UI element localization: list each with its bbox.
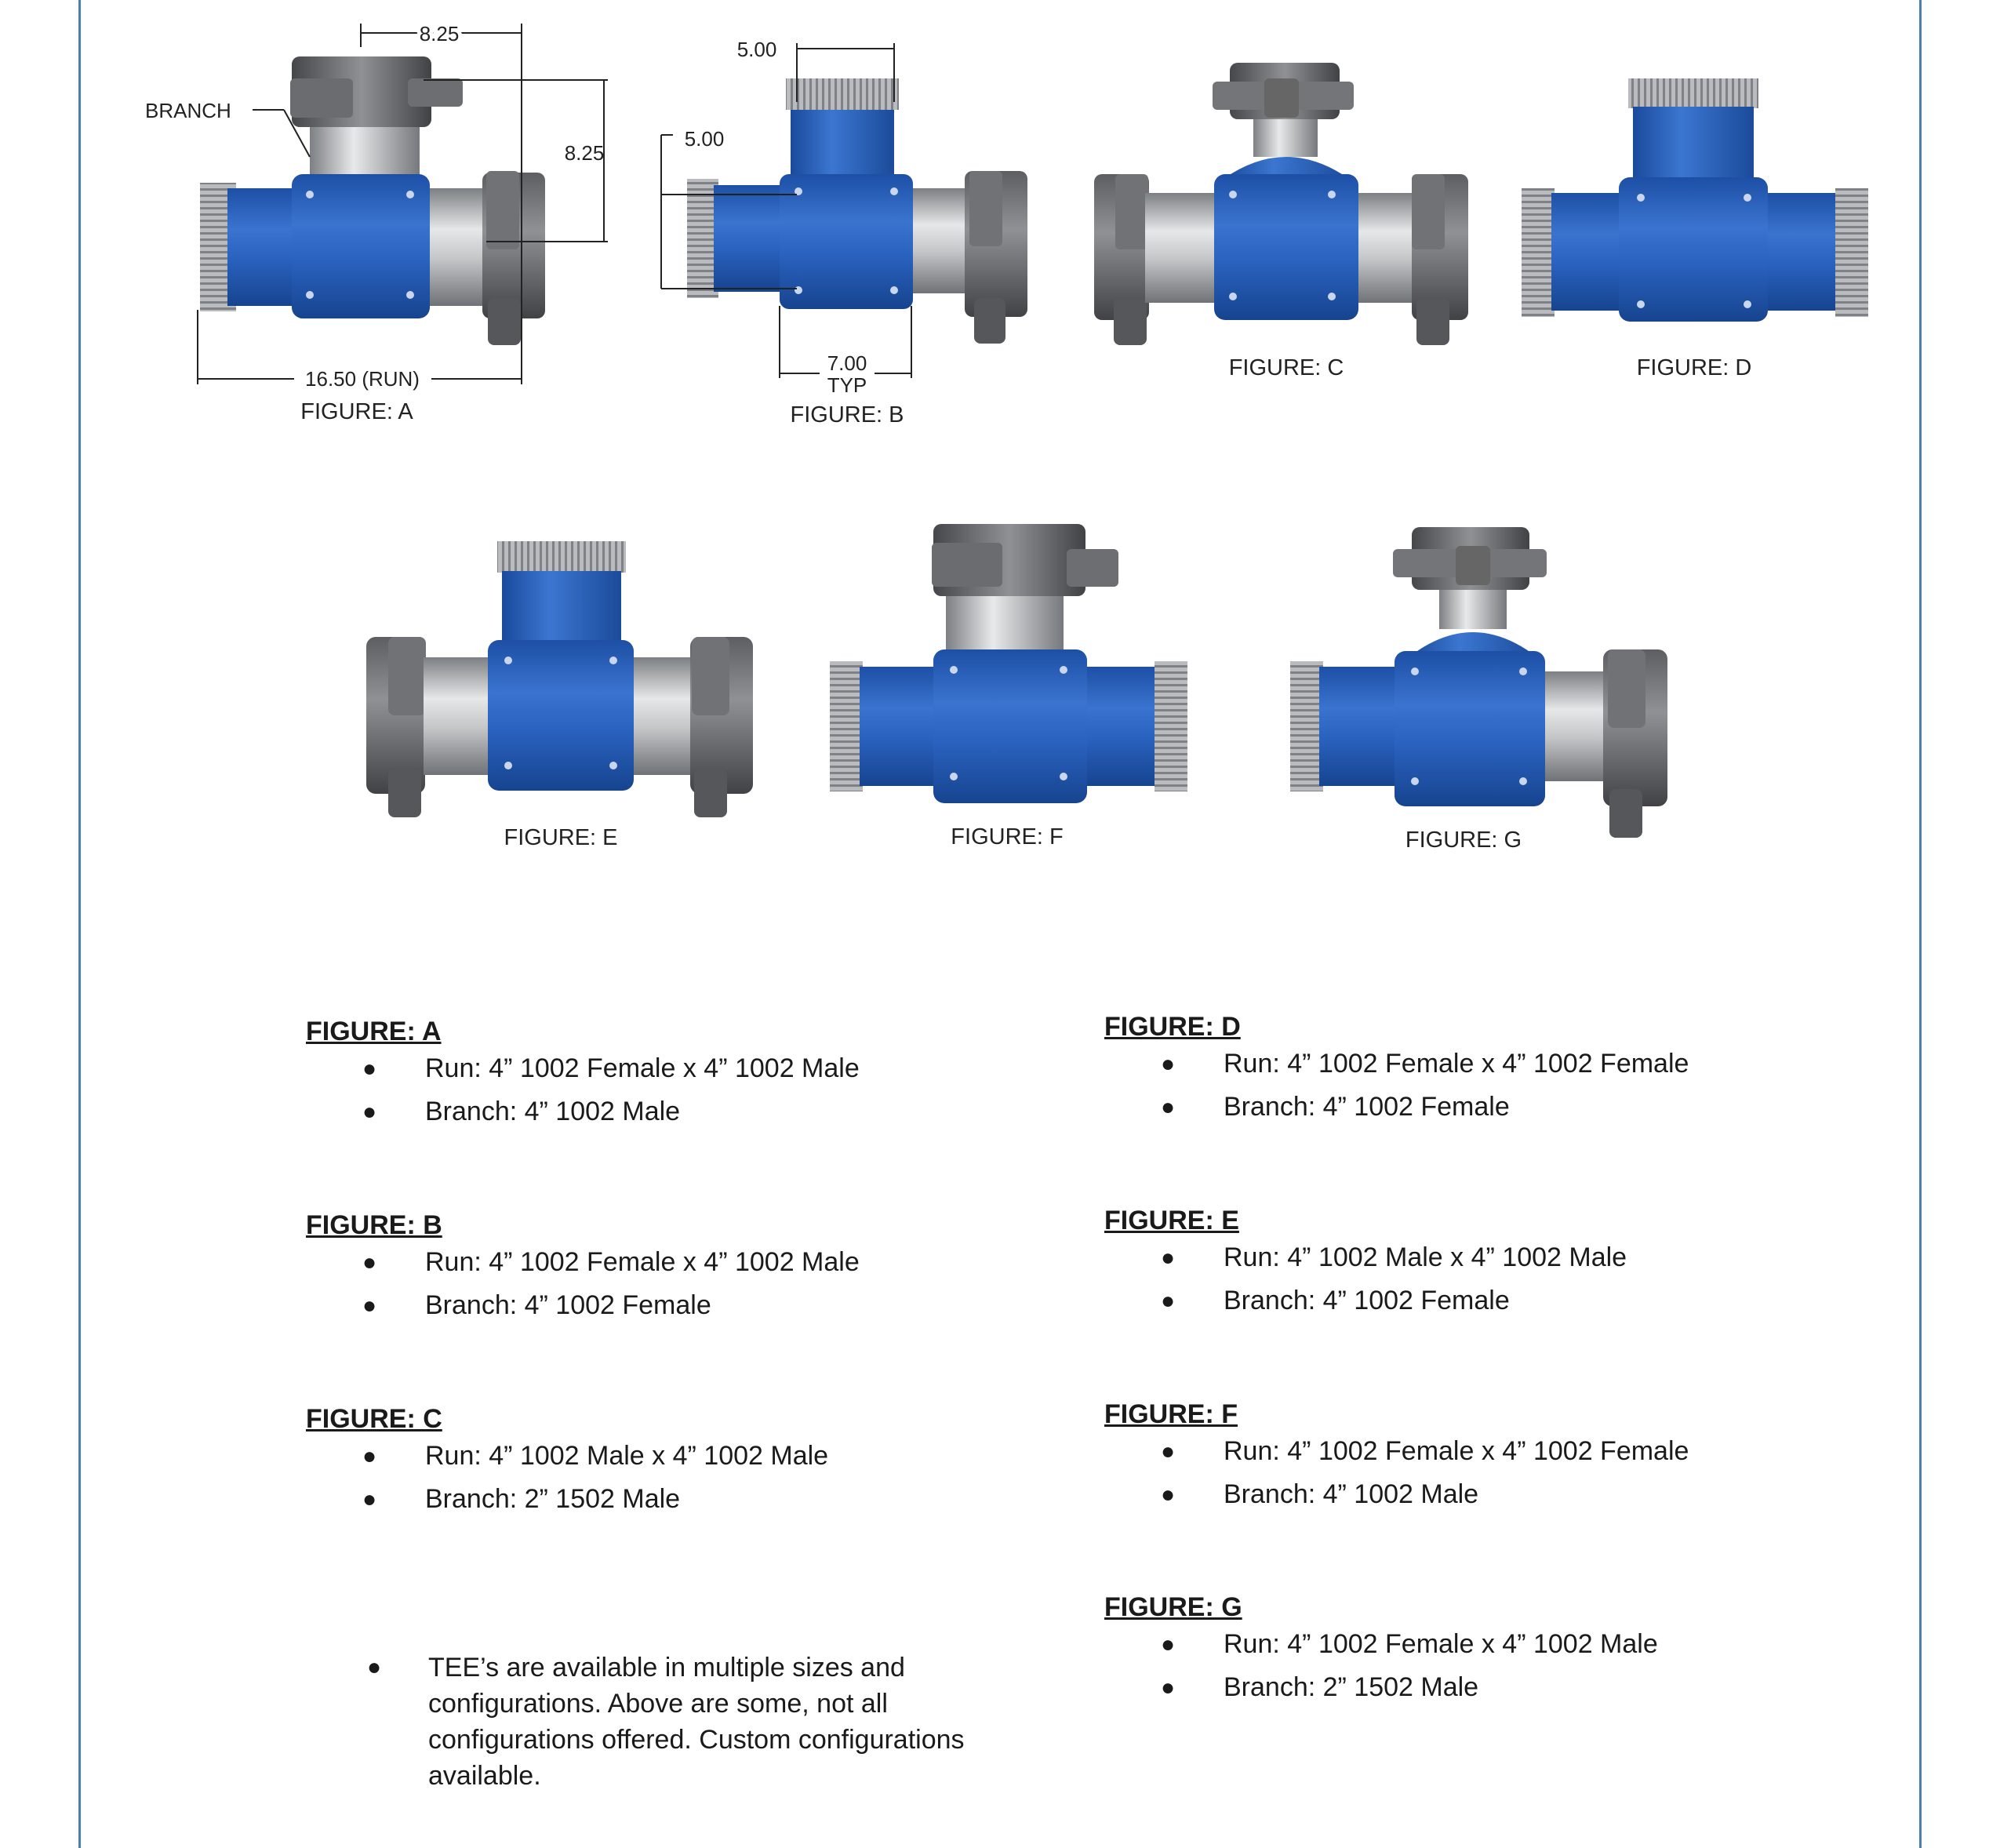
figure-f-drawing: FIGURE: F (830, 524, 1187, 849)
figure-a-drawing: 8.25 8.25 8.25 BRANCH 16.50 (RUN) FIGURE… (145, 18, 608, 424)
bullet-icon: ● (1161, 1094, 1176, 1120)
svg-text:8.25: 8.25 (420, 22, 460, 45)
bullet-icon: ● (362, 1486, 377, 1512)
figure-d-drawing: FIGURE: D (1522, 78, 1868, 380)
figure-e-label: FIGURE: E (504, 825, 617, 850)
list-item: ●Run: 4” 1002 Female x 4” 1002 Female (1104, 1042, 1689, 1086)
bullet-icon: ● (1161, 1632, 1176, 1657)
fig-b-body-dim: 7.00 (827, 351, 867, 375)
list-item: ●Branch: 4” 1002 Female (1104, 1086, 1689, 1129)
bullet-icon: ● (362, 1056, 377, 1082)
bullet-icon: ● (362, 1293, 377, 1319)
bullet-icon: ● (1161, 1482, 1176, 1508)
bullet-icon: ● (1161, 1439, 1176, 1464)
fig-b-side-dim: 5.00 (685, 127, 725, 151)
tee-drawings: 8.25 8.25 8.25 BRANCH 16.50 (RUN) FIGURE… (145, 18, 1868, 853)
list-item: ●Run: 4” 1002 Male x 4” 1002 Male (1104, 1236, 1627, 1279)
spec-title: FIGURE: C (306, 1404, 442, 1434)
bullet-icon: ● (1161, 1245, 1176, 1271)
list-item: ●Branch: 4” 1002 Female (1104, 1279, 1627, 1322)
list-item: ●Branch: 2” 1502 Male (1104, 1666, 1658, 1709)
bullet-icon: ● (362, 1443, 377, 1469)
spec-title: FIGURE: G (1104, 1592, 1242, 1622)
bullet-icon: ● (1161, 1675, 1176, 1701)
figure-g-label: FIGURE: G (1405, 828, 1522, 853)
bullet-icon: ● (1161, 1288, 1176, 1314)
list-item: ●Run: 4” 1002 Female x 4” 1002 Male (1104, 1623, 1658, 1666)
figure-b-drawing: 5.00 5.00 7.00 TYP FIGURE: B (660, 38, 1027, 427)
spec-title: FIGURE: D (1104, 1012, 1241, 1042)
spec-figure-b: FIGURE: B ●Run: 4” 1002 Female x 4” 1002… (306, 1210, 860, 1327)
spec-figure-e: FIGURE: E ●Run: 4” 1002 Male x 4” 1002 M… (1104, 1206, 1627, 1322)
spec-figure-c: FIGURE: C ●Run: 4” 1002 Male x 4” 1002 M… (306, 1404, 828, 1521)
list-item: ●Run: 4” 1002 Female x 4” 1002 Male (306, 1241, 860, 1284)
page-border (78, 0, 1922, 1848)
list-item: ●Branch: 4” 1002 Male (306, 1090, 860, 1133)
list-item: ●Branch: 4” 1002 Female (306, 1284, 860, 1327)
figure-c-label: FIGURE: C (1229, 355, 1344, 380)
figure-c-drawing: FIGURE: C (1094, 63, 1468, 380)
spec-title: FIGURE: E (1104, 1206, 1239, 1235)
list-item: ●Run: 4” 1002 Female x 4” 1002 Female (1104, 1430, 1689, 1473)
spec-figure-d: FIGURE: D ●Run: 4” 1002 Female x 4” 1002… (1104, 1012, 1689, 1129)
list-item: ●Run: 4” 1002 Female x 4” 1002 Male (306, 1047, 860, 1090)
spec-figure-a: FIGURE: A ●Run: 4” 1002 Female x 4” 1002… (306, 1017, 860, 1133)
fig-a-run-dim: 16.50 (RUN) (305, 367, 420, 391)
list-item: ●Branch: 4” 1002 Male (1104, 1473, 1689, 1516)
spec-figure-g: FIGURE: G ●Run: 4” 1002 Female x 4” 1002… (1104, 1592, 1658, 1709)
figure-d-label: FIGURE: D (1637, 355, 1752, 380)
bullet-icon: ● (362, 1099, 377, 1125)
spec-title: FIGURE: F (1104, 1399, 1238, 1429)
figure-f-label: FIGURE: F (951, 824, 1063, 849)
fig-a-branch-label: BRANCH (145, 99, 231, 122)
figure-a-label: FIGURE: A (300, 399, 413, 424)
spec-title: FIGURE: A (306, 1017, 442, 1046)
note-text: TEE’s are available in multiple sizes an… (428, 1653, 965, 1791)
fig-b-typ: TYP (827, 373, 867, 397)
fig-b-top-dim: 5.00 (737, 38, 777, 61)
figure-b-label: FIGURE: B (790, 402, 904, 427)
spec-figure-f: FIGURE: F ●Run: 4” 1002 Female x 4” 1002… (1104, 1399, 1689, 1516)
bullet-icon: ● (367, 1654, 382, 1680)
fig-a-top-dim: 8.25 (420, 22, 460, 45)
fig-a-branch-dim: 8.25 (565, 141, 605, 165)
list-item: ●Branch: 2” 1502 Male (306, 1478, 828, 1521)
bullet-icon: ● (1161, 1051, 1176, 1077)
availability-note: ● TEE’s are available in multiple sizes … (312, 1650, 1018, 1794)
list-item: ●Run: 4” 1002 Male x 4” 1002 Male (306, 1435, 828, 1478)
spec-title: FIGURE: B (306, 1210, 442, 1240)
figure-g-drawing: FIGURE: G (1290, 527, 1667, 853)
figure-e-drawing: FIGURE: E (366, 541, 753, 850)
bullet-icon: ● (362, 1250, 377, 1275)
